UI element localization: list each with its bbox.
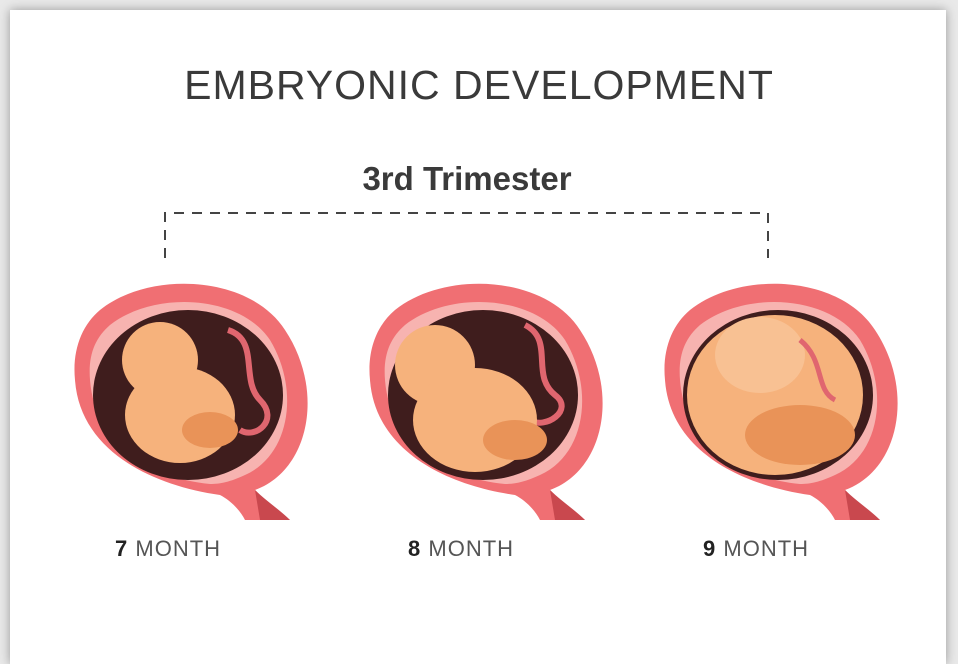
stage-number: 8 — [408, 536, 421, 561]
stage-number: 7 — [115, 536, 128, 561]
stage-unit: MONTH — [428, 536, 514, 561]
fetus-7-month-icon — [60, 270, 330, 530]
stage-label-7-month: 7 MONTH — [115, 536, 221, 562]
fetus-9-month-icon — [650, 270, 920, 530]
stage-unit: MONTH — [135, 536, 221, 561]
fetus-8-month-icon — [355, 270, 625, 530]
stage-label-9-month: 9 MONTH — [703, 536, 809, 562]
stage-label-8-month: 8 MONTH — [408, 536, 514, 562]
stage-unit: MONTH — [723, 536, 809, 561]
stage-number: 9 — [703, 536, 716, 561]
